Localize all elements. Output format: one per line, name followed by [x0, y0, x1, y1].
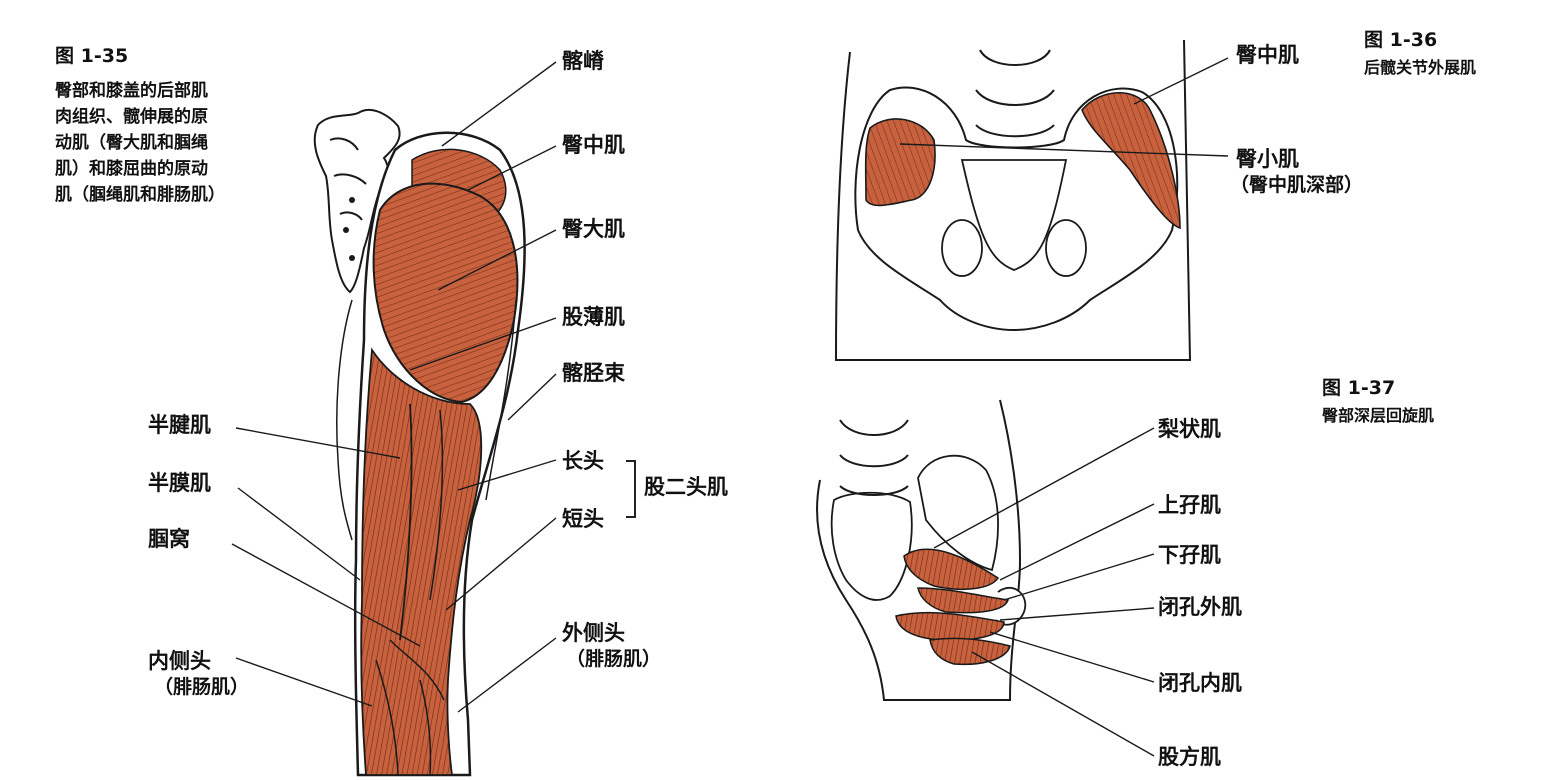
biceps-femoris-bracket	[626, 460, 636, 518]
label-medial-head: 内侧头	[148, 649, 211, 673]
label-obturator-internus: 闭孔内肌	[1158, 671, 1242, 695]
sacrum-37	[830, 491, 913, 601]
figure-1-35-drawing	[231, 61, 557, 777]
label-iliotibial-band: 髂胫束	[562, 361, 625, 385]
label-piriformis: 梨状肌	[1158, 417, 1221, 441]
figure-1-37-number: 图 1-37	[1322, 377, 1396, 399]
gluteus-minimus-muscle-left	[864, 118, 936, 207]
obturator-muscles	[895, 611, 1005, 642]
caption-line: 臀部和膝盖的后部肌	[55, 81, 208, 101]
caption-line: 肉组织、髋伸展的原	[55, 107, 208, 127]
label-gluteus-maximus: 臀大肌	[562, 217, 625, 241]
figure-1-36-caption: 后髋关节外展肌	[1364, 58, 1477, 77]
pelvis-outline-37	[816, 399, 1022, 701]
sacrum-bone	[313, 108, 401, 294]
piriformis-muscle	[903, 548, 1000, 591]
figure-1-35-caption: 臀部和膝盖的后部肌 肉组织、髋伸展的原 动肌（臀大肌和腘绳 肌）和膝屈曲的原动 …	[55, 78, 285, 208]
figure-1-35-number: 图 1-35	[55, 45, 129, 67]
quadratus-femoris-muscle	[929, 637, 1011, 666]
label-semimembranosus: 半膜肌	[148, 471, 211, 495]
label-iliac-crest: 髂嵴	[562, 49, 604, 73]
label-quadratus-femoris: 股方肌	[1158, 745, 1221, 769]
label-inferior-gemellus: 下孖肌	[1158, 543, 1221, 567]
label-lateral-head-note: （腓肠肌）	[566, 648, 662, 670]
label-biceps-femoris: 股二头肌	[644, 475, 728, 499]
label-popliteal-fossa: 腘窝	[148, 527, 190, 551]
label-gluteus-minimus: 臀小肌	[1236, 147, 1299, 171]
gluteus-maximus-muscle	[372, 182, 519, 404]
label-short-head: 短头	[562, 507, 604, 531]
figure-1-36-drawing	[834, 39, 1229, 361]
gemellus-muscles	[917, 587, 1009, 614]
gluteus-medius-muscle-right	[1081, 91, 1181, 230]
label-gracilis: 股薄肌	[562, 305, 625, 329]
figure-1-36-number: 图 1-36	[1364, 29, 1438, 51]
label-semitendinosus: 半腱肌	[148, 413, 211, 437]
label-gluteus-medius: 臀中肌	[562, 133, 625, 157]
leader-lines-fig35	[231, 61, 557, 713]
label-lateral-head: 外侧头	[562, 621, 625, 645]
figure-1-37-caption: 臀部深层回旋肌	[1322, 406, 1435, 425]
label-medial-head-note: （腓肠肌）	[154, 676, 250, 698]
caption-line: 动肌（臀大肌和腘绳	[55, 133, 208, 153]
label-gluteus-minimus-note: （臀中肌深部）	[1230, 174, 1364, 196]
label-superior-gemellus: 上孖肌	[1158, 493, 1221, 517]
pelvis-outline-36	[834, 39, 1192, 361]
figure-1-37-drawing	[816, 399, 1155, 757]
label-gluteus-medius-36: 臀中肌	[1236, 43, 1299, 67]
label-long-head: 长头	[562, 449, 604, 473]
label-obturator-externus: 闭孔外肌	[1158, 595, 1242, 619]
caption-line: 肌（腘绳肌和腓肠肌）	[55, 185, 225, 205]
ilium-37	[917, 454, 999, 572]
caption-line: 肌）和膝屈曲的原动	[55, 159, 208, 179]
